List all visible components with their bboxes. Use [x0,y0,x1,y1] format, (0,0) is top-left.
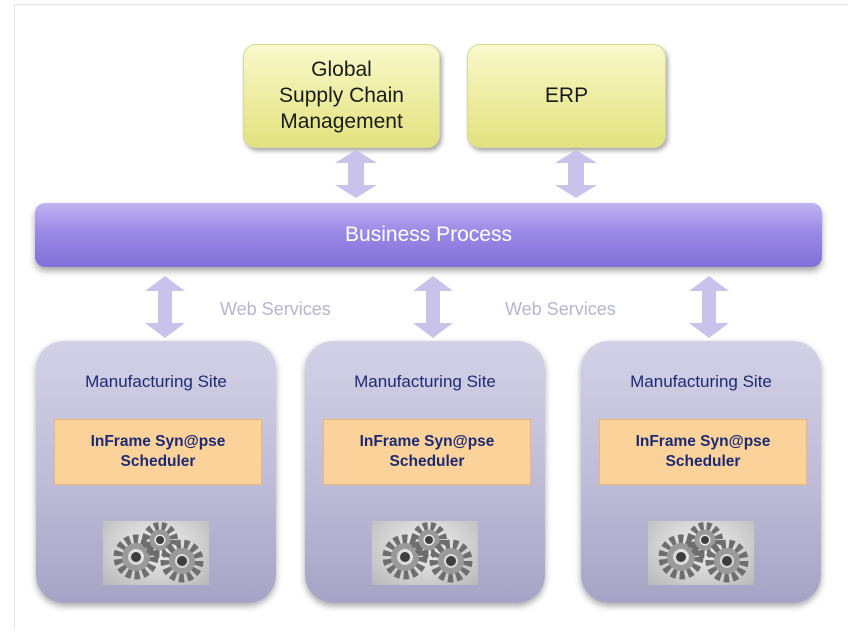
gears-icon [372,521,478,585]
business-process-bar: Business Process [35,203,822,267]
double-arrow-icon [335,150,377,198]
scheduler-label: InFrame Syn@pse Scheduler [635,433,771,470]
global-supply-chain-management-box: Global Supply Chain Management [243,44,440,148]
web-services-label: Web Services [220,299,331,319]
manufacturing-site-box: Manufacturing Site InFrame Syn@pse Sched… [305,341,545,603]
scheduler-box: InFrame Syn@pse Scheduler [323,419,531,485]
scheduler-label: InFrame Syn@pse Scheduler [90,433,226,470]
web-services-label: Web Services [505,299,616,319]
scheduler-box: InFrame Syn@pse Scheduler [599,419,807,485]
double-arrow-icon [145,276,185,338]
business-process-label: Business Process [345,223,512,246]
manufacturing-site-box: Manufacturing Site InFrame Syn@pse Sched… [581,341,821,603]
manufacturing-site-box: Manufacturing Site InFrame Syn@pse Sched… [36,341,276,603]
scheduler-box: InFrame Syn@pse Scheduler [54,419,262,485]
diagram-frame [14,4,848,629]
double-arrow-icon [689,276,729,338]
manufacturing-site-title: Manufacturing Site [630,372,772,391]
scheduler-label: InFrame Syn@pse Scheduler [359,433,495,470]
double-arrow-icon [555,150,597,198]
erp-box: ERP [467,44,666,148]
erp-label: ERP [544,84,589,107]
global-supply-chain-management-label: Global Supply Chain Management [279,58,404,133]
gears-icon [648,521,754,585]
manufacturing-site-title: Manufacturing Site [85,372,227,391]
gears-icon [103,521,209,585]
manufacturing-site-title: Manufacturing Site [354,372,496,391]
double-arrow-icon [413,276,453,338]
